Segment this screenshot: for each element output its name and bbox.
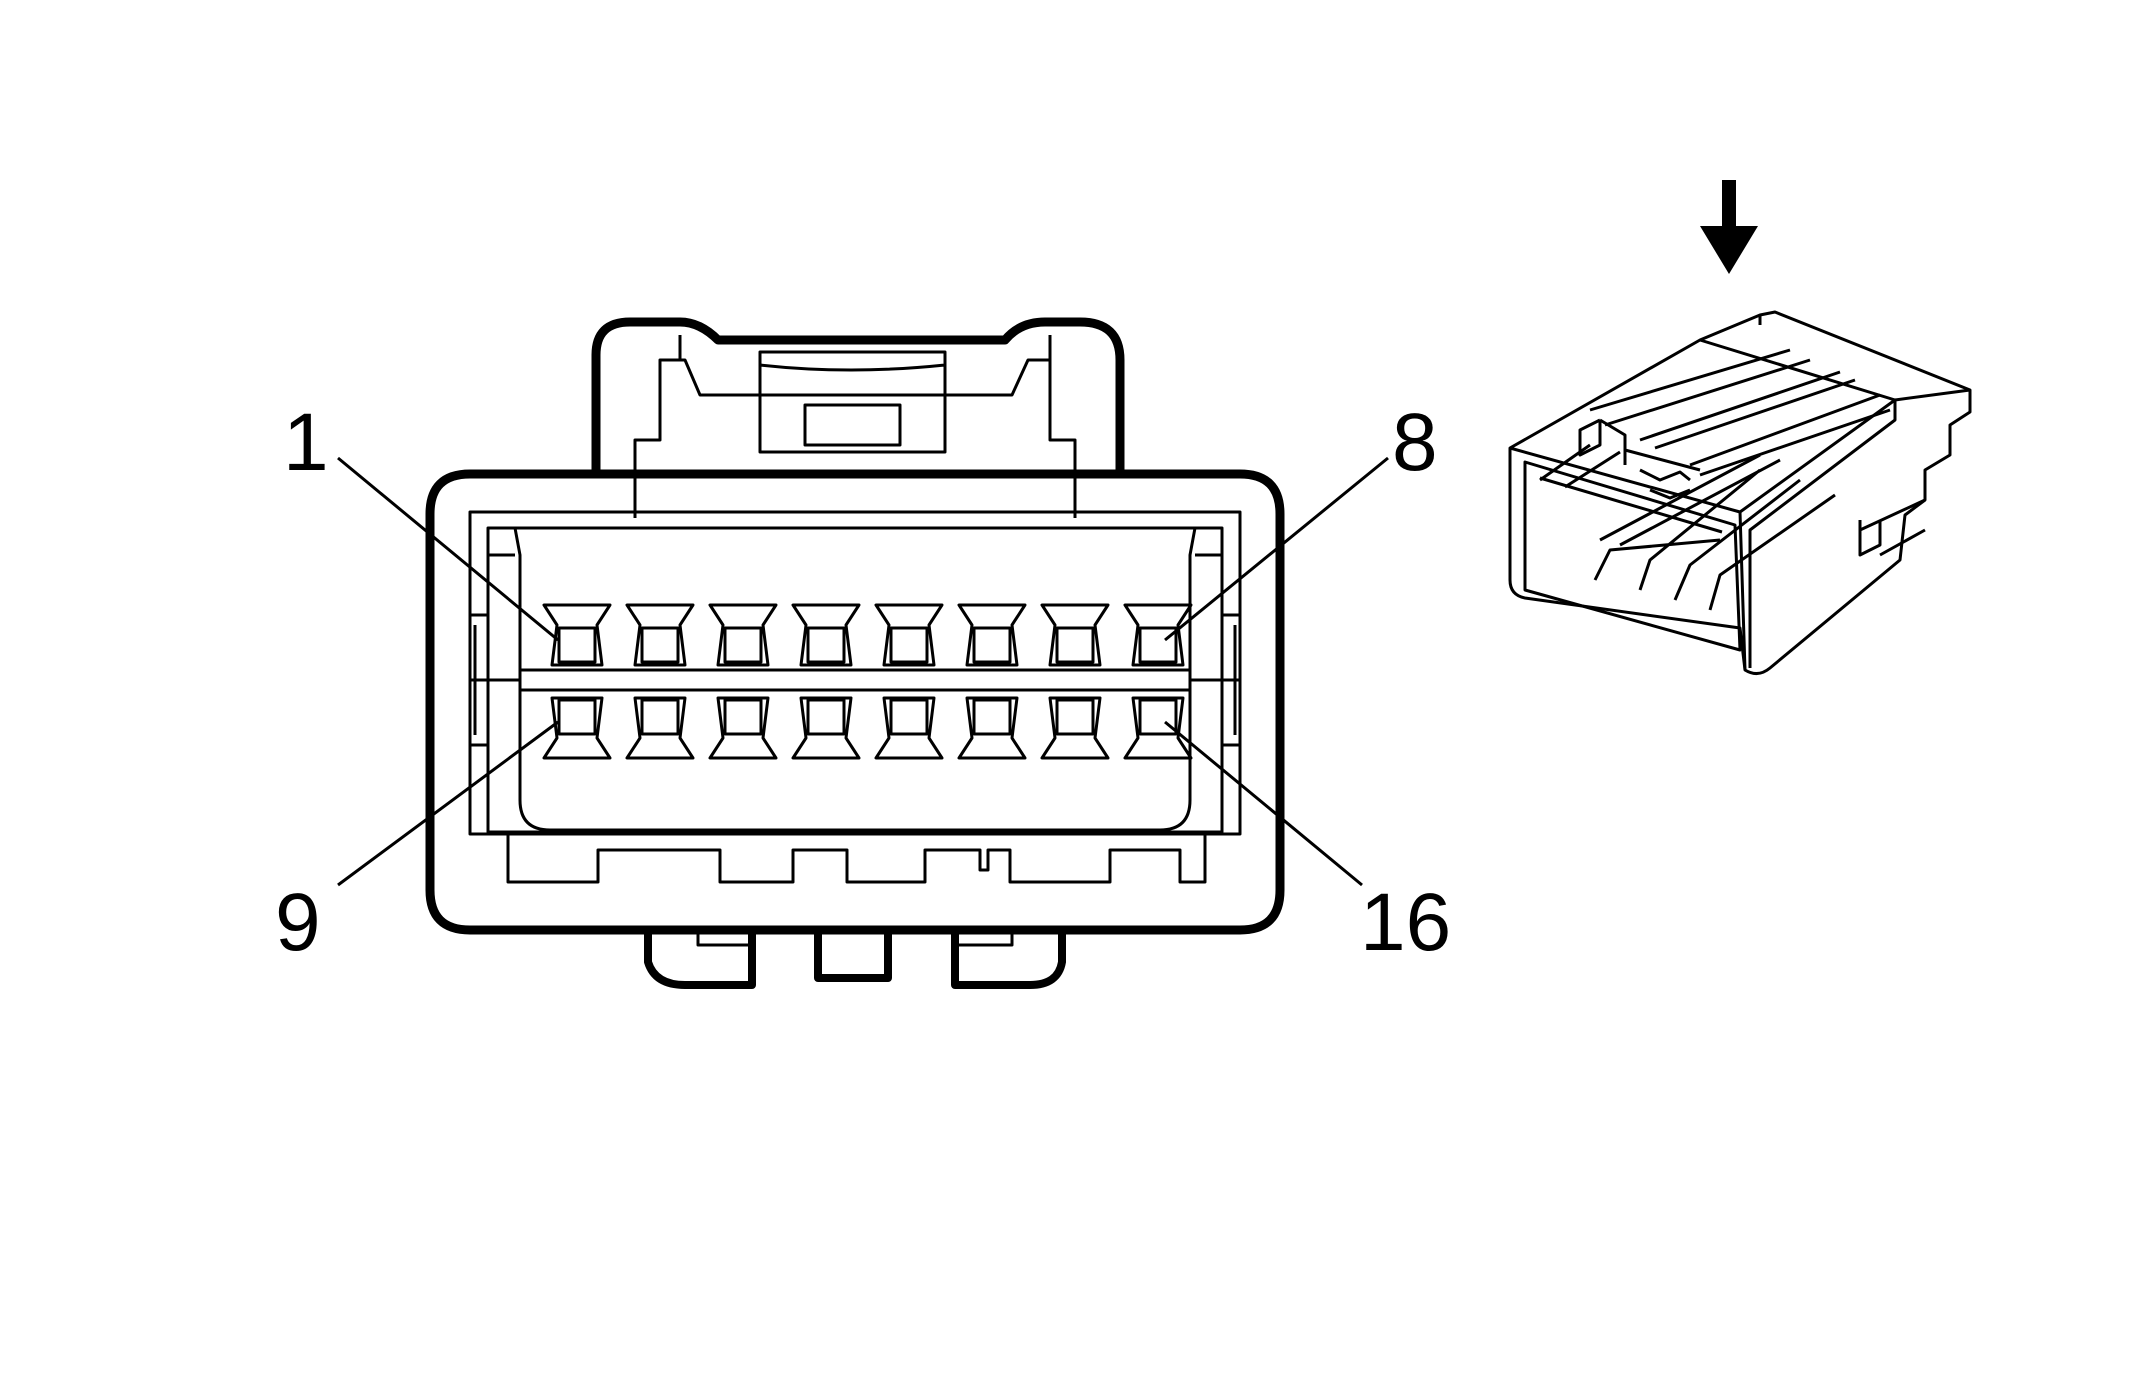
cavity-frame-inner xyxy=(486,526,1224,834)
pin-label-1: 1 xyxy=(283,397,329,488)
pin-1 xyxy=(542,603,612,667)
connector-isometric-view xyxy=(1508,310,1972,675)
leader-line-pin-1 xyxy=(337,456,559,642)
iso-outline xyxy=(1508,310,1972,675)
pin-row-bottom xyxy=(542,696,1193,760)
pin-label-16: 16 xyxy=(1360,877,1451,968)
pin-15 xyxy=(1040,696,1110,760)
cavity-body xyxy=(513,527,1197,832)
bottom-notches xyxy=(506,832,1207,884)
pin-14 xyxy=(957,696,1027,760)
iso-slats xyxy=(1539,443,1836,611)
pin-16 xyxy=(1123,696,1193,760)
pin-13 xyxy=(874,696,944,760)
iso-front-opening xyxy=(1523,460,1742,652)
iso-front-face xyxy=(1509,398,1897,671)
bottom-tab-right xyxy=(951,930,1066,989)
iso-side-latch xyxy=(1858,498,1926,557)
pin-6 xyxy=(957,603,1027,667)
latch-hood xyxy=(591,317,1125,474)
leader-line-pin-9 xyxy=(337,720,559,887)
pin-4 xyxy=(791,603,861,667)
leader-line-pin-16 xyxy=(1164,720,1363,887)
bottom-tab-details xyxy=(696,932,1014,947)
pin-3 xyxy=(708,603,778,667)
bottom-tab-center xyxy=(814,930,892,982)
arrow-down-icon xyxy=(1700,180,1758,274)
pin-7 xyxy=(1040,603,1110,667)
pin-10 xyxy=(625,696,695,760)
housing-outline xyxy=(425,469,1285,935)
side-clip-right xyxy=(1190,613,1242,747)
pin-9 xyxy=(542,696,612,760)
pin-row-divider xyxy=(520,668,1190,692)
leader-line-pin-8 xyxy=(1164,456,1389,642)
pin-11 xyxy=(708,696,778,760)
iso-latch xyxy=(1578,418,1701,500)
latch-tab xyxy=(758,350,947,454)
side-clip-left xyxy=(468,613,520,747)
pin-12 xyxy=(791,696,861,760)
cavity-frame-outer xyxy=(468,510,1242,836)
iso-top-ridges xyxy=(1589,348,1891,477)
connector-front-view xyxy=(337,317,1389,989)
pin-5 xyxy=(874,603,944,667)
latch-inner xyxy=(633,335,1077,518)
pin-2 xyxy=(625,603,695,667)
pin-label-8: 8 xyxy=(1392,397,1438,488)
bottom-tab-left xyxy=(644,930,756,989)
pin-row-top xyxy=(542,603,1193,667)
pin-8 xyxy=(1123,603,1193,667)
pin-label-9: 9 xyxy=(275,877,321,968)
